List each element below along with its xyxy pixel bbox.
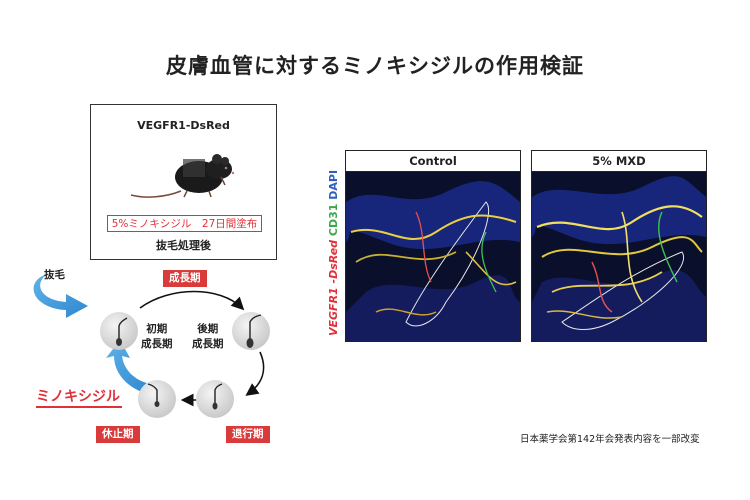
minoxidil-label: ミノキシジル [36, 389, 120, 405]
mouse-eye [224, 166, 228, 170]
pluck-arrow [33, 274, 88, 318]
hair-follicle-icon [147, 383, 160, 407]
hair-follicle-icon [212, 383, 223, 410]
micrograph-control-label: Control [346, 151, 520, 172]
minoxidil-underline [36, 406, 122, 408]
hair-follicle-icon [116, 317, 128, 346]
stain-red-label: VEGFR1 -DsRed [327, 239, 340, 336]
stage-label-early-line2: 成長期 [141, 338, 173, 350]
micrograph-control-image [346, 172, 520, 342]
follicle-late-anagen [232, 312, 270, 350]
follicle-catagen [196, 380, 234, 418]
mouse-tail [130, 190, 182, 198]
stage-label-early-line1: 初期 [146, 323, 168, 335]
shaved-patch [183, 159, 205, 177]
stage-label-late-line2: 成長期 [192, 338, 224, 350]
mouse-nose [231, 171, 235, 175]
micrograph-mxd-label: 5% MXD [532, 151, 706, 172]
mouse-legs [183, 176, 226, 198]
micrograph-control-panel: Control [345, 150, 521, 342]
stain-green-label: CD31 [327, 203, 340, 237]
stage-badge-catagen: 退行期 [226, 426, 270, 443]
stain-blue-label: DAPI [327, 169, 340, 200]
cycle-arrow-right [245, 351, 265, 396]
mouse-strain-label: VEGFR1-DsRed [137, 119, 230, 132]
follicle-early-anagen [100, 312, 138, 350]
minoxidil-arrow [106, 340, 150, 394]
source-credit: 日本薬学会第142年会発表内容を一部改変 [520, 434, 700, 445]
stain-label: VEGFR1 -DsRed CD31 DAPI [327, 170, 340, 336]
follicle-telogen [138, 380, 176, 418]
stage-badge-anagen: 成長期 [163, 270, 207, 287]
mouse-panel: VEGFR1-DsRed 5%ミノキシジル 27日間塗布 抜毛処理後 [90, 104, 277, 260]
stage-badge-telogen: 休止期 [96, 426, 140, 443]
micrograph-mxd-image [532, 172, 706, 342]
stage-label-early: 初期 成長期 [141, 322, 173, 352]
micrograph-mxd-panel: 5% MXD [531, 150, 707, 342]
treatment-subtext: 抜毛処理後 [156, 239, 211, 252]
mouse-illustration [130, 154, 235, 198]
page-title: 皮膚血管に対するミノキシジルの作用検証 [166, 54, 584, 78]
treatment-label: 5%ミノキシジル 27日間塗布 [107, 215, 262, 232]
stage-label-late-line1: 後期 [197, 323, 219, 335]
mouse-ear [212, 154, 222, 164]
pluck-label: 抜毛 [44, 269, 65, 281]
stage-label-late: 後期 成長期 [192, 322, 224, 352]
cycle-arrow-top [139, 290, 245, 311]
hair-follicle-icon [246, 314, 262, 348]
hair-cycle-arrows [33, 274, 265, 407]
mouse-ear-2 [221, 157, 229, 165]
